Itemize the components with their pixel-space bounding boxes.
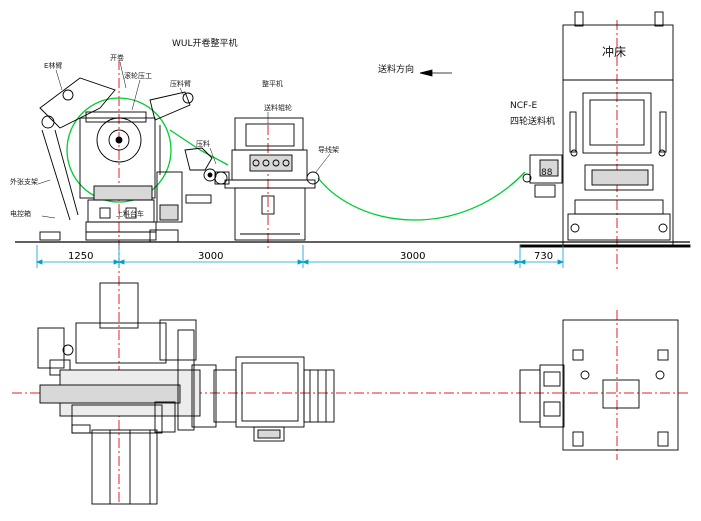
feeder-front (522, 154, 563, 198)
label-pressing-wheel: 滚轮压工 (124, 71, 152, 80)
label-loading-car: 上料台车 (116, 209, 144, 218)
leader-lines (37, 61, 331, 219)
feeder-name: 四轮送料机 (510, 115, 555, 127)
drawing-title: WUL开卷整平机 (172, 37, 238, 49)
press-plan (562, 319, 679, 451)
feeder-display: 88 (541, 168, 553, 178)
label-feed-wheel: 送料辊轮 (264, 103, 292, 112)
feeder-plan (519, 364, 565, 428)
uncoiler-plan (37, 282, 201, 505)
material-strip (66, 97, 526, 221)
press-front (519, 11, 691, 248)
dimension-4: 730 (534, 251, 553, 262)
label-leveler: 整平机 (262, 79, 283, 88)
press-name: 冲床 (602, 44, 626, 59)
dimension-2: 3000 (198, 251, 223, 262)
feed-direction-arrow (419, 69, 452, 77)
label-press-arm: 压料臂 (170, 79, 191, 88)
dimension-line (35, 245, 565, 268)
feed-direction-label: 送料方向 (378, 63, 414, 75)
label-wire-support: 导线架 (318, 145, 339, 154)
label-press-roller: 压料 (196, 139, 210, 148)
label-outer-support: 外张支架 (10, 177, 38, 186)
uncoiler-front (39, 77, 217, 243)
label-e-swing-arm: E林臂 (44, 61, 62, 70)
label-uncoiler: 开卷 (110, 53, 124, 62)
label-electric-box: 电控箱 (10, 209, 31, 218)
dimension-1: 1250 (68, 251, 93, 262)
dimension-3: 3000 (400, 251, 425, 262)
leveler-front (214, 117, 320, 241)
feeder-model: NCF-E (510, 101, 537, 111)
leveler-plan (191, 356, 335, 442)
